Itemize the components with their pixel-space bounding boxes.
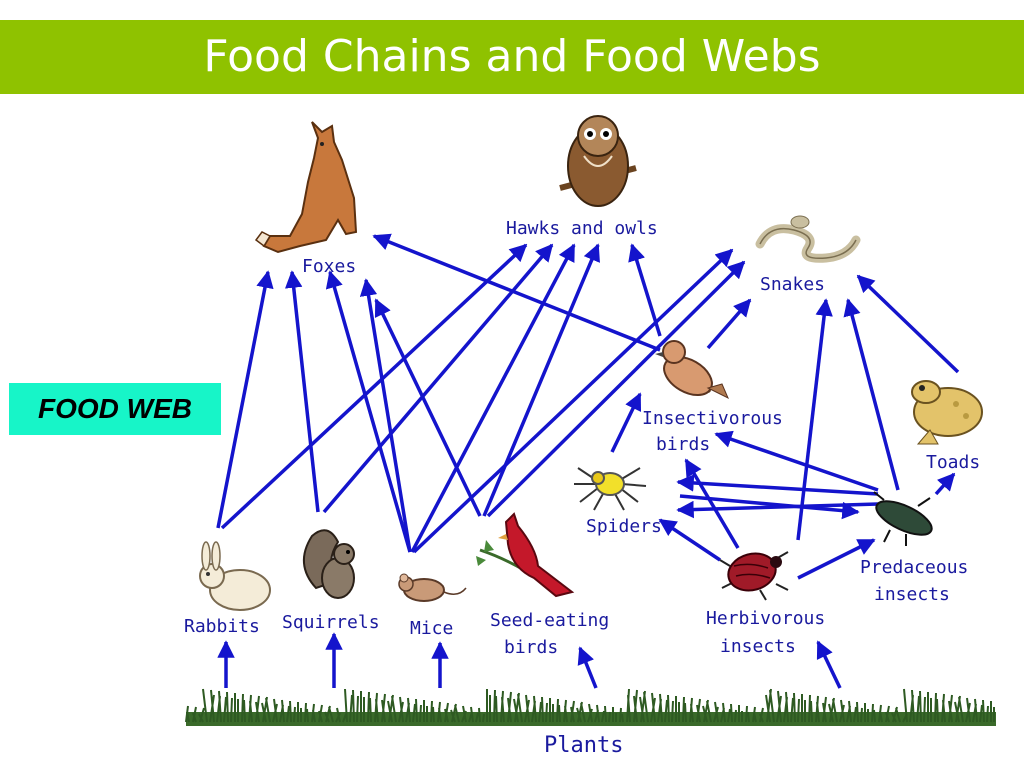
insectivorous-birds-label-1: Insectivorous [642,408,783,429]
arrow-rabbits-hawks [220,243,528,530]
arrow-rabbits-foxes [216,270,274,529]
fox-icon [254,121,358,254]
bird-icon [655,340,729,400]
arrow-mice-snakes [412,248,734,554]
mouse-icon [398,573,467,602]
title-bar: Food Chains and Food Webs [0,0,1024,94]
predaceous-insects-label-1: Predaceous [860,557,968,578]
foxes-label: Foxes [302,256,356,277]
snakes-label: Snakes [760,274,825,295]
arrow-spiders-insbirds [610,392,642,453]
arrow-squirrels-hawks [322,243,554,514]
food-web-label: FOOD WEB [9,383,221,435]
arrow-seedbirds-hawks [482,243,600,517]
snake-icon [755,215,861,263]
arrow-herb-snakes [796,298,833,541]
arrow-insbirds-snakes [706,298,752,350]
mice-label: Mice [410,618,453,639]
owl-icon [559,115,637,207]
predaceous-insects-label-2: insects [874,584,950,605]
arrow-mice-foxes-1 [325,270,412,553]
squirrels-label: Squirrels [282,612,380,633]
arrow-plants-herbinsects [816,640,842,689]
arrow-insbirds-hawks [628,243,662,337]
grass-icon [185,688,996,726]
spiders-label: Spiders [586,516,662,537]
arrow-herb-spiders [658,518,721,562]
arrow-herb-predinsects [797,538,876,580]
insectivorous-birds-label-2: birds [656,434,710,455]
toad-icon [911,380,983,445]
arrow-toads-snakes [856,274,960,374]
herbivorous-insects-label-1: Herbivorous [706,608,825,629]
arrow-seedbirds-foxes [374,298,482,517]
herbivorous-insects-label-2: insects [720,636,796,657]
arrow-pred-toads [934,472,956,496]
rabbit-icon [199,541,271,611]
hawks-owls-label: Hawks and owls [506,218,658,239]
arrow-pred-spiders-1 [676,474,879,496]
arrow-plants-seedbirds [577,646,598,689]
title-bar-top-strip [0,0,1024,20]
plants-label: Plants [544,733,623,758]
seed-eating-birds-label-1: Seed-eating [490,610,609,631]
cardinal-icon [476,512,575,598]
arrow-mice-hawks [410,243,576,553]
beetle-icon [873,491,933,546]
ladybug-icon [719,551,789,601]
arrow-squirrels-foxes [284,270,320,513]
squirrel-icon [303,529,355,599]
arrow-pred-spiders-2 [676,500,879,519]
arrow-pred-insbirds [714,430,879,492]
arrow-mice-foxes-2 [359,278,412,553]
arrow-insbirds-foxes [372,233,661,352]
rabbits-label: Rabbits [184,616,260,637]
seed-eating-birds-label-2: birds [504,637,558,658]
arrow-pred-snakes [843,298,900,491]
arrow-seedbirds-snakes [486,260,746,518]
page-title: Food Chains and Food Webs [203,31,821,82]
arrow-layer [216,233,960,689]
spider-icon [574,467,647,511]
arrow-herb-insbirds [684,458,740,549]
toads-label: Toads [926,452,980,473]
